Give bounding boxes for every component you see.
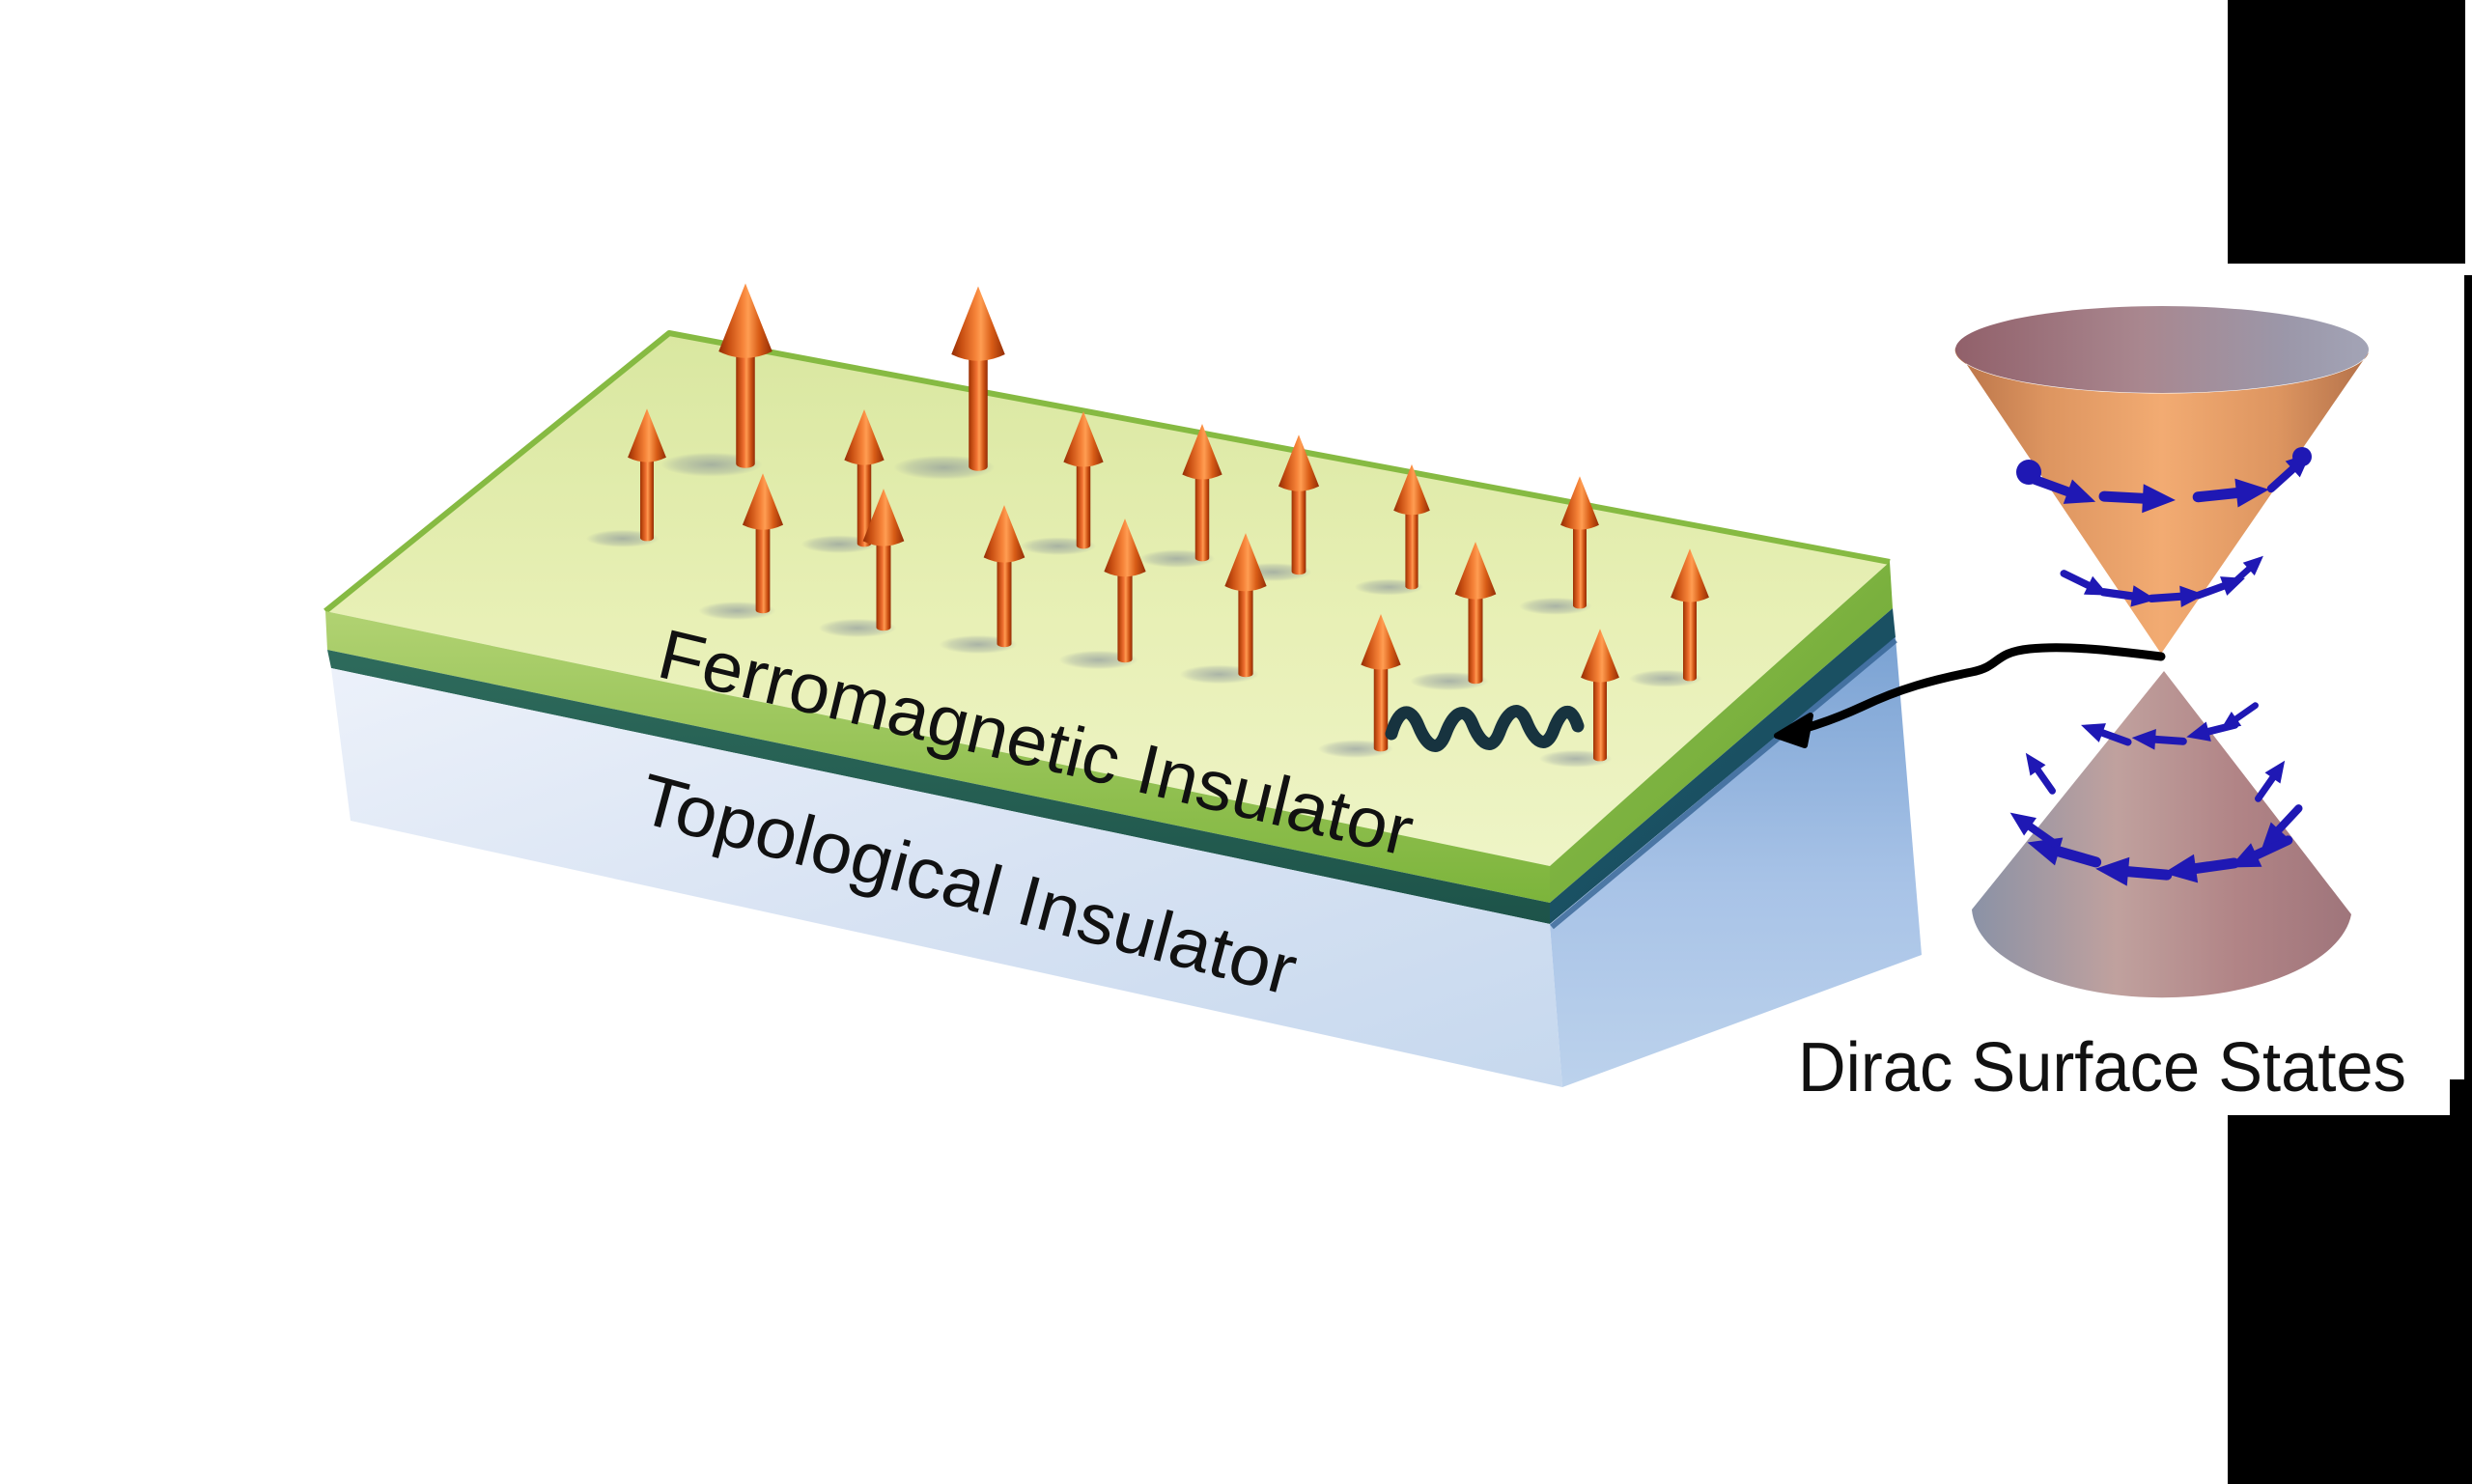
label-dirac-surface-states: Dirac Surface States	[1798, 1029, 2406, 1106]
black-overlay-bottom-right	[2228, 1115, 2472, 1484]
black-overlay-right-strip	[2464, 275, 2472, 1115]
ti-slab-right-face	[1550, 637, 1922, 1087]
slab-back-edge-highlight	[323, 330, 1891, 614]
interface-layer-front-face	[327, 650, 1550, 924]
fm-layer-right-face	[1550, 562, 1893, 903]
interface-pointer-head	[1774, 713, 1813, 748]
dirac-cone-rim	[1955, 306, 2369, 393]
black-overlay-top-right	[2228, 0, 2465, 264]
interface-layer-right-face	[1550, 608, 1896, 924]
interface-pointer-curve	[1784, 643, 2166, 738]
wavy-coupling-icon	[1385, 705, 1585, 752]
interface-edge-line	[1550, 637, 1897, 930]
black-overlay-blocks	[2228, 0, 2472, 1484]
dirac-cone-lower-body	[1972, 671, 2351, 998]
fm-layer-front-face	[325, 611, 1550, 903]
curved-arrow-icon	[1774, 643, 2166, 748]
ti-slab-front-face	[331, 668, 1562, 1087]
spin-dot-icon	[2016, 460, 2041, 485]
spin-dot-icon	[2292, 447, 2312, 466]
spin-texture-rings	[2004, 445, 2318, 890]
black-overlay-right-strip-step	[2450, 1079, 2472, 1115]
